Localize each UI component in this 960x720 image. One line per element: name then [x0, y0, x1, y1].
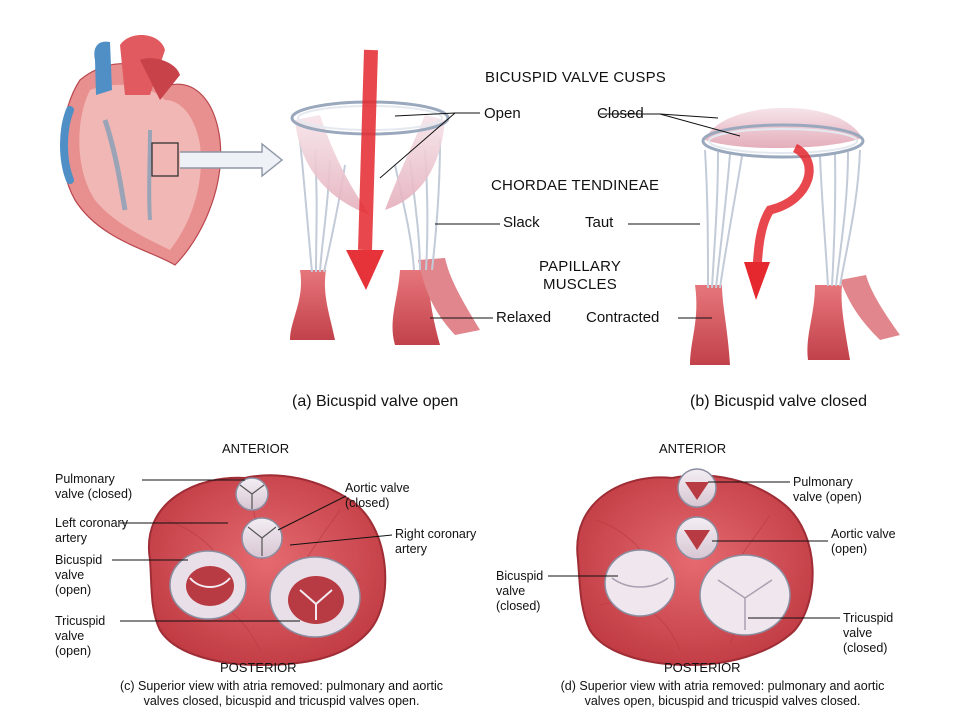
label-relaxed: Relaxed [496, 309, 552, 326]
label-anterior-d: ANTERIOR [659, 441, 727, 456]
superior-view-valves-closed [576, 468, 814, 667]
header-papillary-line2: MUSCLES [543, 276, 617, 293]
label-aortic-c: Aortic valve (closed) [345, 481, 410, 510]
caption-c-line2: valves closed, bicuspid and tricuspid va… [143, 694, 420, 708]
caption-d: (d) Superior view with atria removed: pu… [545, 679, 900, 709]
caption-d-line2: valves open, bicuspid and tricuspid valv… [584, 694, 861, 708]
label-tricuspid-d: Tricuspid valve (closed) [843, 611, 894, 655]
caption-c-line1: (c) Superior view with atria removed: pu… [119, 679, 444, 693]
label-slack: Slack [503, 214, 540, 231]
label-open: Open [484, 105, 521, 122]
label-posterior-d: POSTERIOR [664, 660, 741, 675]
zoom-arrow [180, 142, 284, 178]
header-bicuspid-valve-cusps: BICUSPID VALVE CUSPS [485, 69, 666, 86]
label-tricuspid-c: Tricuspid valve (open) [55, 614, 106, 658]
label-aortic-d: Aortic valve (open) [831, 527, 896, 556]
header-chordae-tendineae: CHORDAE TENDINEAE [491, 177, 660, 194]
zoom-box [151, 142, 179, 177]
label-posterior-c: POSTERIOR [220, 660, 297, 675]
label-left-coronary-c: Left coronary artery [55, 516, 128, 545]
leader-lines [112, 112, 840, 622]
label-pulmonary-d: Pulmonary valve (open) [793, 475, 862, 504]
heart-thumbnail [60, 34, 222, 266]
label-right-coronary-c: Right coronary artery [395, 527, 477, 556]
header-papillary-muscles: PAPILLARY MUSCLES [520, 258, 640, 294]
caption-c: (c) Superior view with atria removed: pu… [104, 679, 459, 709]
caption-b: (b) Bicuspid valve closed [690, 393, 867, 410]
label-bicuspid-d: Bicuspid valve (closed) [496, 569, 544, 613]
valve-open-illustration [290, 49, 480, 345]
header-papillary-line1: PAPILLARY [538, 258, 622, 275]
label-taut: Taut [585, 214, 614, 231]
label-closed: Closed [597, 105, 644, 122]
caption-a: (a) Bicuspid valve open [292, 393, 459, 410]
label-pulmonary-c: Pulmonary valve (closed) [55, 472, 133, 501]
caption-d-line1: (d) Superior view with atria removed: pu… [560, 679, 885, 693]
label-bicuspid-c: Bicuspid valve (open) [55, 553, 103, 597]
label-contracted: Contracted [586, 309, 660, 326]
label-anterior-c: ANTERIOR [222, 441, 290, 456]
valve-closed-illustration [690, 107, 900, 365]
